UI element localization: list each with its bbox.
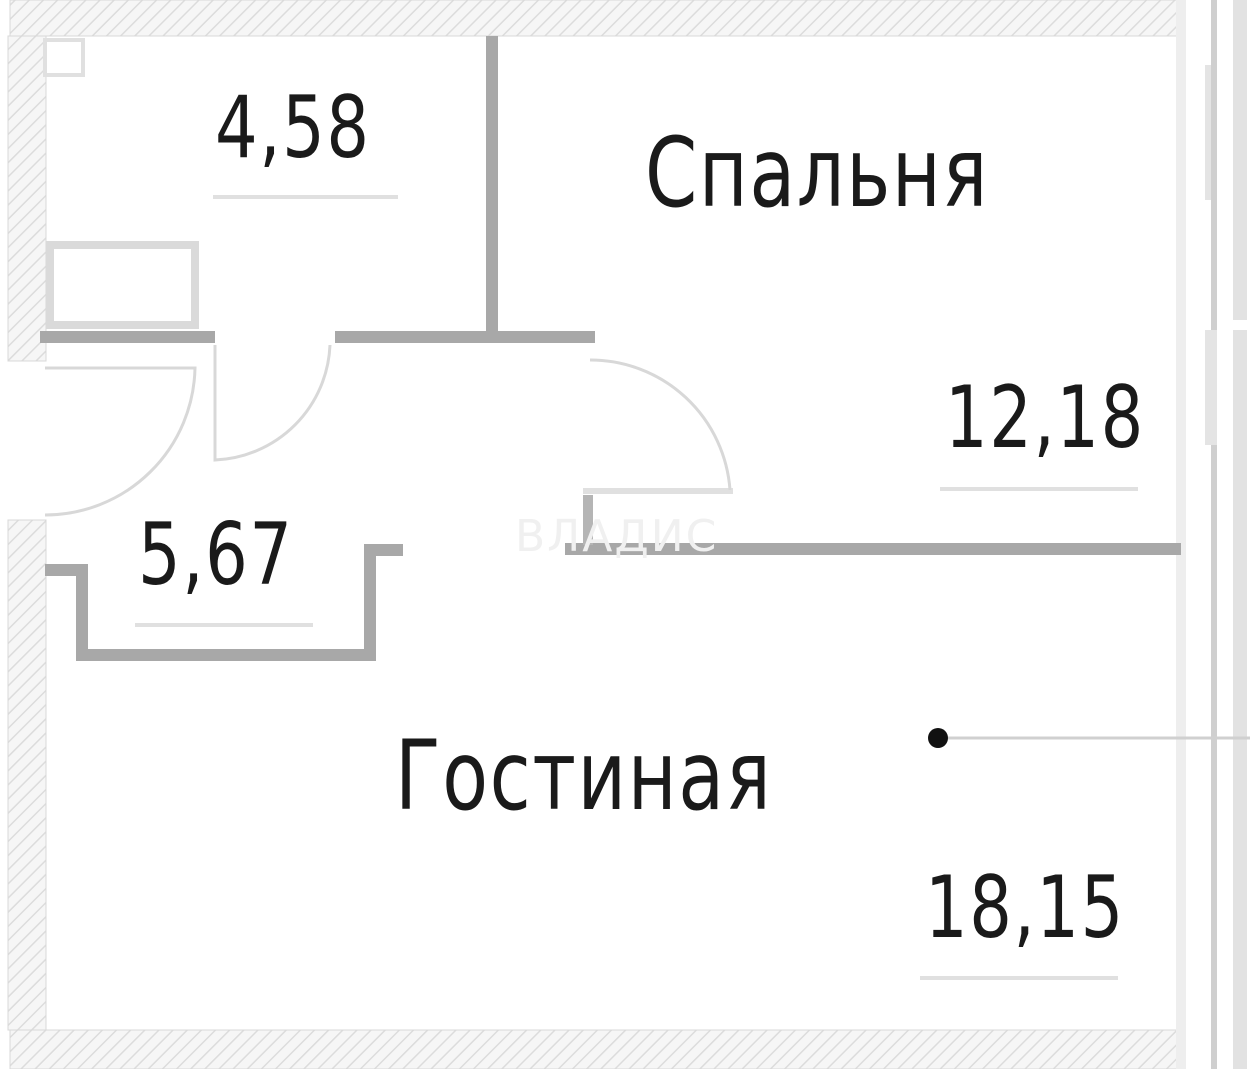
wall-bedroom-bottom-right [565,543,1181,555]
door-swing-entrance [44,366,197,517]
room-area-bathroom: 4,58 [215,78,371,178]
outer-wall-left-lower [7,519,47,1031]
wall-bedroom-vertical [486,36,498,331]
room-area-living: 18,15 [925,858,1125,958]
wall-door-jamb [583,488,733,494]
wall-bedroom-bottom-left [335,331,595,343]
outer-wall-right [1176,0,1186,1069]
bathtub [46,241,199,329]
room-name-living: Гостиная [395,720,773,832]
wall-stub [583,495,593,545]
room-area-bedroom: 12,18 [945,368,1145,468]
outer-wall-top [9,0,1186,37]
window-right-lower [1205,330,1217,445]
underline [940,487,1138,491]
window-right-upper [1205,0,1247,1069]
marker-dot [928,728,948,748]
watermark: ВЛАДИС [515,511,719,562]
bathroom-corner [43,38,85,77]
door-swing-bedroom [589,358,732,491]
door-swing-bathroom [213,344,332,462]
room-area-hall: 5,67 [138,505,294,605]
closet-walls [45,544,403,661]
outer-wall-bottom [9,1029,1186,1069]
room-name-bedroom: Спальня [645,117,990,229]
outer-wall-left-upper [7,35,47,362]
underline [135,623,313,627]
underline [920,976,1118,980]
underline [213,195,398,199]
wall-bathroom-bottom [40,331,215,343]
